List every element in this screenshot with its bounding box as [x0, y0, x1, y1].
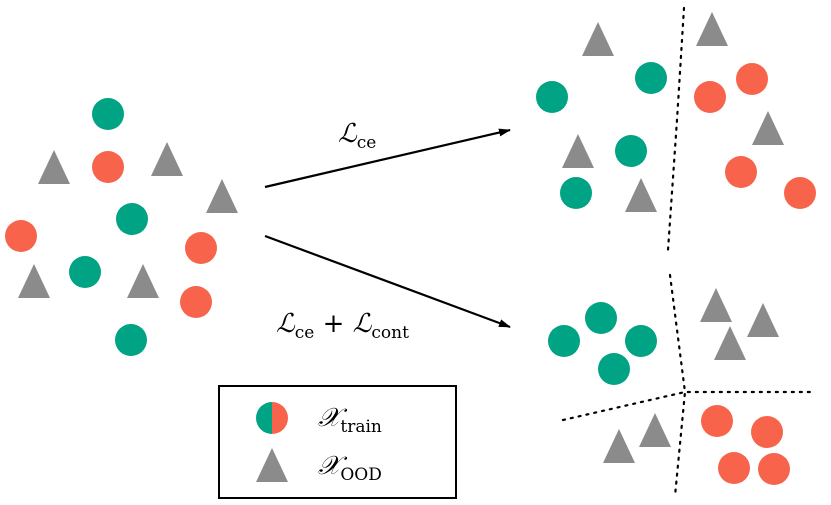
ood-point — [603, 429, 635, 463]
ood-point — [582, 22, 614, 56]
ood-point — [714, 326, 746, 360]
train-point — [5, 220, 37, 252]
ood-point — [562, 134, 594, 168]
ood-point — [151, 142, 183, 176]
train-point — [751, 416, 783, 448]
train-point — [701, 405, 733, 437]
decision-boundary — [561, 390, 814, 422]
train-point — [115, 324, 147, 356]
train-point — [180, 286, 212, 318]
train-point — [536, 81, 568, 113]
legend-train-icon — [256, 402, 288, 434]
legend-ood-icon — [256, 448, 288, 482]
input-cluster — [5, 98, 238, 356]
decision-boundary — [668, 273, 687, 498]
train-point — [625, 325, 657, 357]
train-point — [92, 98, 124, 130]
train-point — [560, 177, 592, 209]
loss-ce-cont-label: ℒce + ℒcont — [276, 309, 409, 343]
ood-point — [696, 12, 728, 46]
ood-point — [700, 288, 732, 322]
train-point — [736, 63, 768, 95]
train-point — [92, 151, 124, 183]
ood-point — [18, 264, 50, 298]
train-point — [585, 302, 617, 334]
arrow-bottom — [264, 234, 511, 329]
train-point — [758, 453, 790, 485]
loss-ce-label: ℒce — [338, 119, 376, 153]
ce-cont-result-cluster — [548, 273, 814, 498]
legend: 𝒳train 𝒳OOD — [218, 385, 457, 499]
train-point — [615, 135, 647, 167]
ce-result-cluster — [536, 6, 816, 252]
ood-point — [206, 179, 238, 213]
legend-ood-label: 𝒳OOD — [318, 451, 382, 485]
ood-point — [747, 303, 779, 337]
train-point — [694, 81, 726, 113]
train-point — [635, 62, 667, 94]
train-point — [69, 256, 101, 288]
decision-boundary — [666, 6, 686, 252]
train-point — [548, 325, 580, 357]
train-point — [598, 353, 630, 385]
ood-point — [127, 264, 159, 298]
arrow-top — [264, 128, 511, 189]
ood-point — [38, 150, 70, 184]
ood-point — [625, 178, 657, 212]
train-point — [784, 177, 816, 209]
train-point — [185, 232, 217, 264]
train-point — [718, 452, 750, 484]
train-point — [116, 203, 148, 235]
ood-point — [752, 111, 784, 145]
ood-point — [639, 413, 671, 447]
train-point — [725, 156, 757, 188]
